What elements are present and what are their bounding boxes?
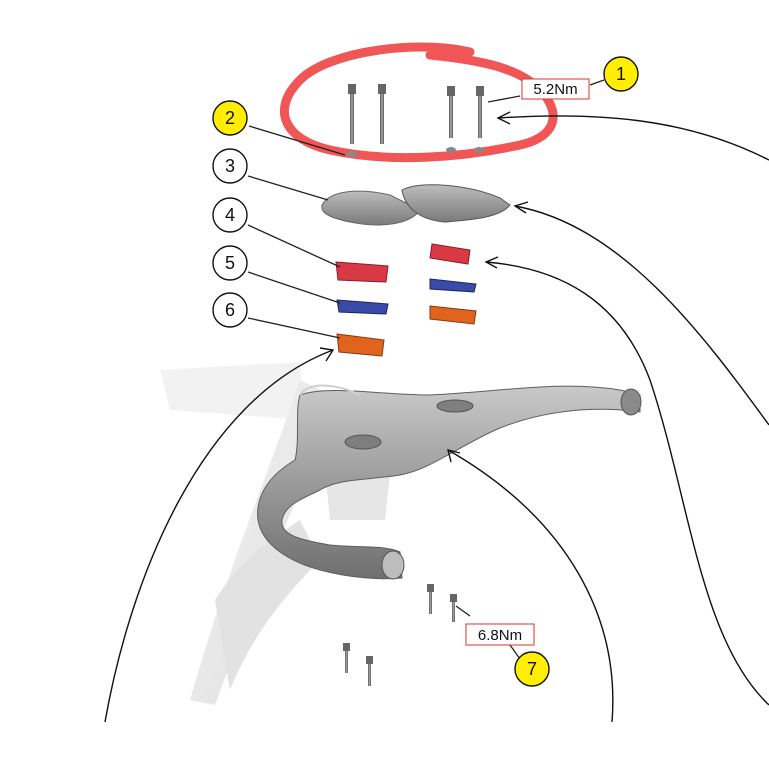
callout-label-4: 4	[225, 205, 235, 225]
callout-label-1: 1	[616, 64, 626, 84]
callout-label-3: 3	[225, 156, 235, 176]
callout-1: 1	[603, 56, 639, 92]
handlebar-cockpit	[257, 384, 642, 580]
torque-value-upper: 5.2Nm	[533, 81, 577, 98]
callout-5: 5	[212, 245, 248, 281]
bolt	[378, 84, 386, 144]
callout-label-6: 6	[225, 300, 235, 320]
top-bolts	[347, 84, 484, 157]
callout-6: 6	[212, 292, 248, 328]
callout-3: 3	[212, 148, 248, 184]
torque-value-lower: 6.8Nm	[478, 627, 522, 644]
bottom-bolts	[343, 584, 457, 686]
callout-7: 7	[514, 651, 550, 687]
highlight-loop	[279, 42, 558, 163]
armrest-caps	[321, 184, 511, 226]
callout-4: 4	[212, 197, 248, 233]
leader-lines	[247, 79, 605, 660]
assembly-arrows	[104, 111, 769, 723]
torque-label-upper: 5.2Nm	[521, 78, 590, 100]
bolt	[447, 86, 455, 138]
callout-label-7: 7	[527, 659, 537, 679]
spacers	[335, 243, 477, 357]
callout-label-5: 5	[225, 253, 235, 273]
bolt	[348, 84, 356, 144]
torque-label-lower: 6.8Nm	[465, 623, 535, 646]
bolt	[476, 86, 484, 138]
callout-label-2: 2	[225, 108, 235, 128]
callout-2: 2	[212, 100, 248, 136]
